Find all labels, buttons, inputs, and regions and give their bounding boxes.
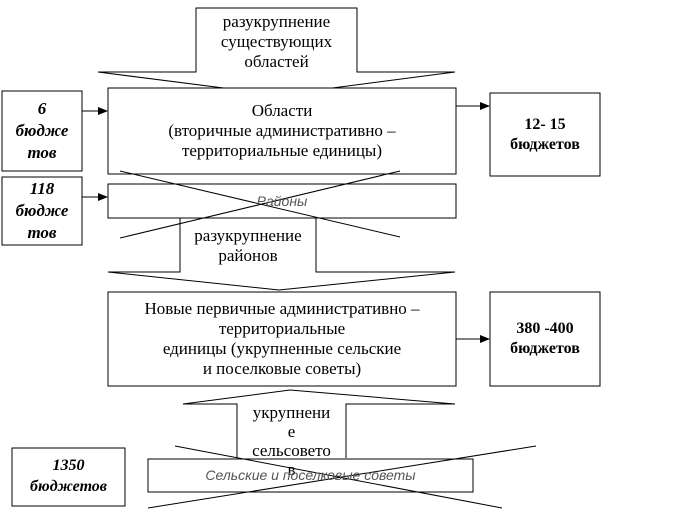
left-box-3-label: 1350 бюджетов	[30, 457, 107, 495]
oblasti-box-label: Области (вторичные административно – тер…	[168, 100, 396, 161]
cross-line-councils-1	[174, 445, 503, 509]
arrow-bottom-label: укрупнени е сельсовето в	[252, 403, 331, 480]
block-arrow-bottom	[183, 390, 455, 458]
left-box-3-frame	[11, 447, 126, 507]
cross-line-rayony-2	[119, 170, 401, 239]
budgets-new-label: 380 -400 бюджетов	[510, 320, 580, 357]
left-box-2-label: 118 бюдже тов	[15, 178, 69, 243]
new-units-box-frame	[107, 291, 457, 387]
councils-box-label: Сельские и поселковые советы	[205, 467, 416, 484]
block-arrow-middle	[107, 217, 456, 291]
cross-line-councils-2	[147, 445, 537, 509]
oblasti-box-frame	[107, 87, 457, 175]
arrow-top-label: разукрупнение существующих областей	[220, 11, 333, 72]
left-box-1-label: 6 бюдже тов	[15, 98, 69, 163]
budgets-oblasti-frame	[489, 92, 601, 177]
block-arrow-top	[97, 7, 456, 96]
left-box-1-frame	[1, 90, 83, 172]
block-arrow-bottom-outline	[182, 389, 456, 458]
budgets-new-frame	[489, 291, 601, 387]
rayony-box-frame	[107, 183, 457, 219]
budgets-oblasti-label: 12- 15 бюджетов	[510, 115, 580, 153]
arrow-middle-label: разукрупнение районов	[194, 225, 302, 265]
rayony-box-label: Районы	[256, 192, 308, 209]
left-box-2-frame	[1, 176, 83, 246]
new-units-box-label: Новые первичные административно – террит…	[144, 298, 420, 379]
